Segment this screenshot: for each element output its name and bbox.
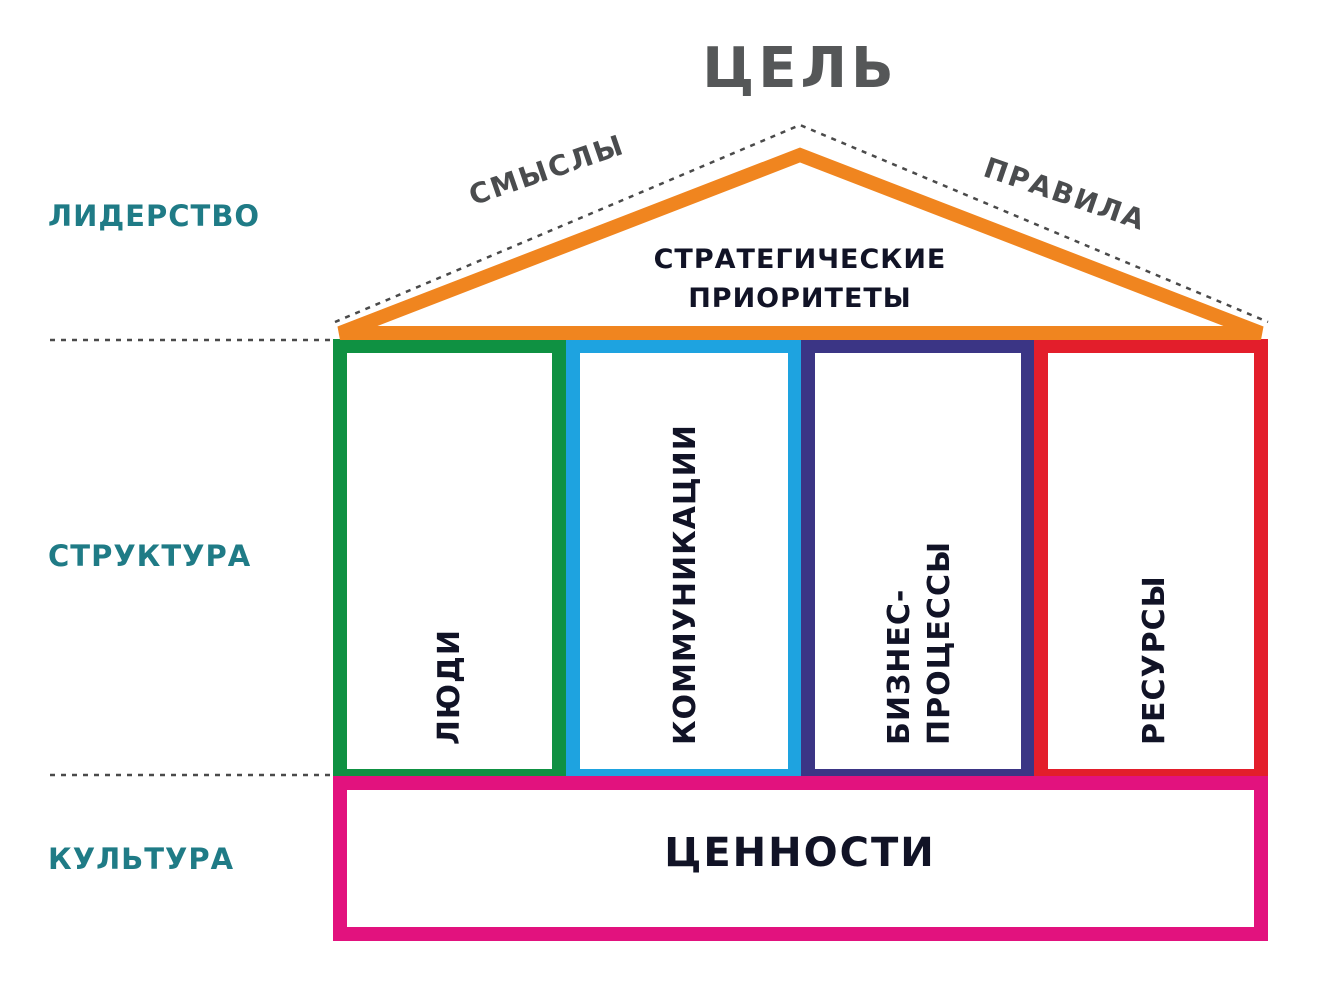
level-culture-label: КУЛЬТУРА xyxy=(48,842,235,876)
foundation-frame xyxy=(333,776,1268,941)
strategic-priorities-line1: СТРАТЕГИЧЕСКИЕ xyxy=(653,244,947,275)
pillar-resources-label: РЕСУРСЫ xyxy=(1137,575,1172,745)
pillar-business-processes-line2: ПРОЦЕССЫ xyxy=(922,540,957,745)
strategic-priorities-label: СТРАТЕГИЧЕСКИЕ ПРИОРИТЕТЫ xyxy=(600,240,1000,318)
foundation-values-label: ЦЕННОСТИ xyxy=(664,830,936,876)
pillar-people-label: ЛЮДИ xyxy=(432,629,467,745)
pillar-business-processes-label: БИЗНЕС- ПРОЦЕССЫ xyxy=(880,541,960,745)
roof-frame xyxy=(337,147,1264,340)
goal-title: ЦЕЛЬ xyxy=(702,36,898,101)
goal-outline-dotted xyxy=(334,123,1269,324)
level-leadership-label: ЛИДЕРСТВО xyxy=(48,199,261,233)
pillar-communications-label: КОММУНИКАЦИИ xyxy=(668,424,703,745)
strategic-priorities-line2: ПРИОРИТЕТЫ xyxy=(688,283,912,314)
pillar-business-processes-line1: БИЗНЕС- xyxy=(882,588,917,745)
level-structure-label: СТРУКТУРА xyxy=(48,539,252,573)
